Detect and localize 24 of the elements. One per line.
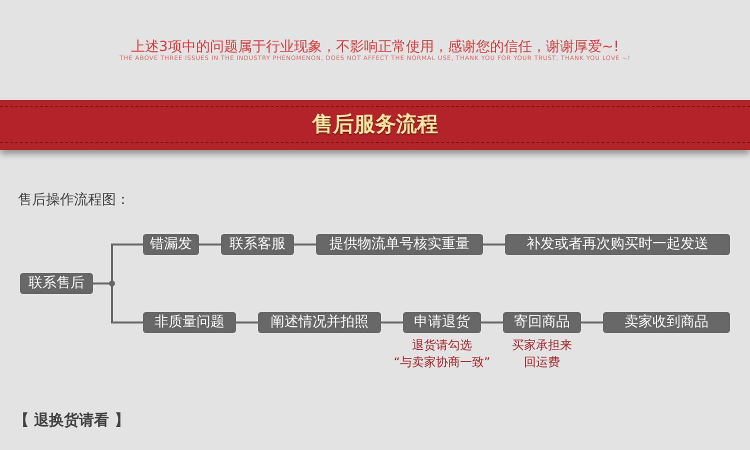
note-text: 上述3项中的问题属于行业现象，不影响正常使用，感谢您的信任，谢谢厚爱~! bbox=[130, 38, 620, 56]
connector-line bbox=[481, 322, 503, 324]
process-box: 错漏发 bbox=[143, 234, 199, 255]
note-text: “与卖家协商一致” bbox=[394, 354, 490, 371]
process-box: 联系售后 bbox=[20, 273, 93, 294]
connector-line bbox=[236, 322, 258, 324]
process-box: 联系客服 bbox=[221, 234, 294, 255]
note-text: 退货请勾选 bbox=[412, 337, 472, 354]
banner-title: 售后服务流程 bbox=[312, 111, 438, 137]
connector-line bbox=[381, 322, 403, 324]
process-box: 阐述情况并拍照 bbox=[258, 312, 381, 333]
note-text: 【 退换货请看 】 bbox=[14, 411, 130, 430]
connector-line bbox=[581, 322, 603, 324]
note-text: 买家承担来回运费 bbox=[511, 337, 573, 371]
process-box: 卖家收到商品 bbox=[603, 312, 730, 333]
process-box: 非质量问题 bbox=[143, 312, 236, 333]
process-box: 寄回商品 bbox=[503, 312, 581, 333]
connector-line bbox=[199, 244, 221, 246]
process-box: 补发或者再次购买时一起发送 bbox=[505, 234, 730, 255]
note-text: 售后操作流程图： bbox=[18, 191, 130, 209]
process-box: 申请退货 bbox=[403, 312, 481, 333]
connector-line bbox=[483, 244, 505, 246]
process-box: 提供物流单号核实重量 bbox=[316, 234, 483, 255]
connector-line bbox=[294, 244, 316, 246]
